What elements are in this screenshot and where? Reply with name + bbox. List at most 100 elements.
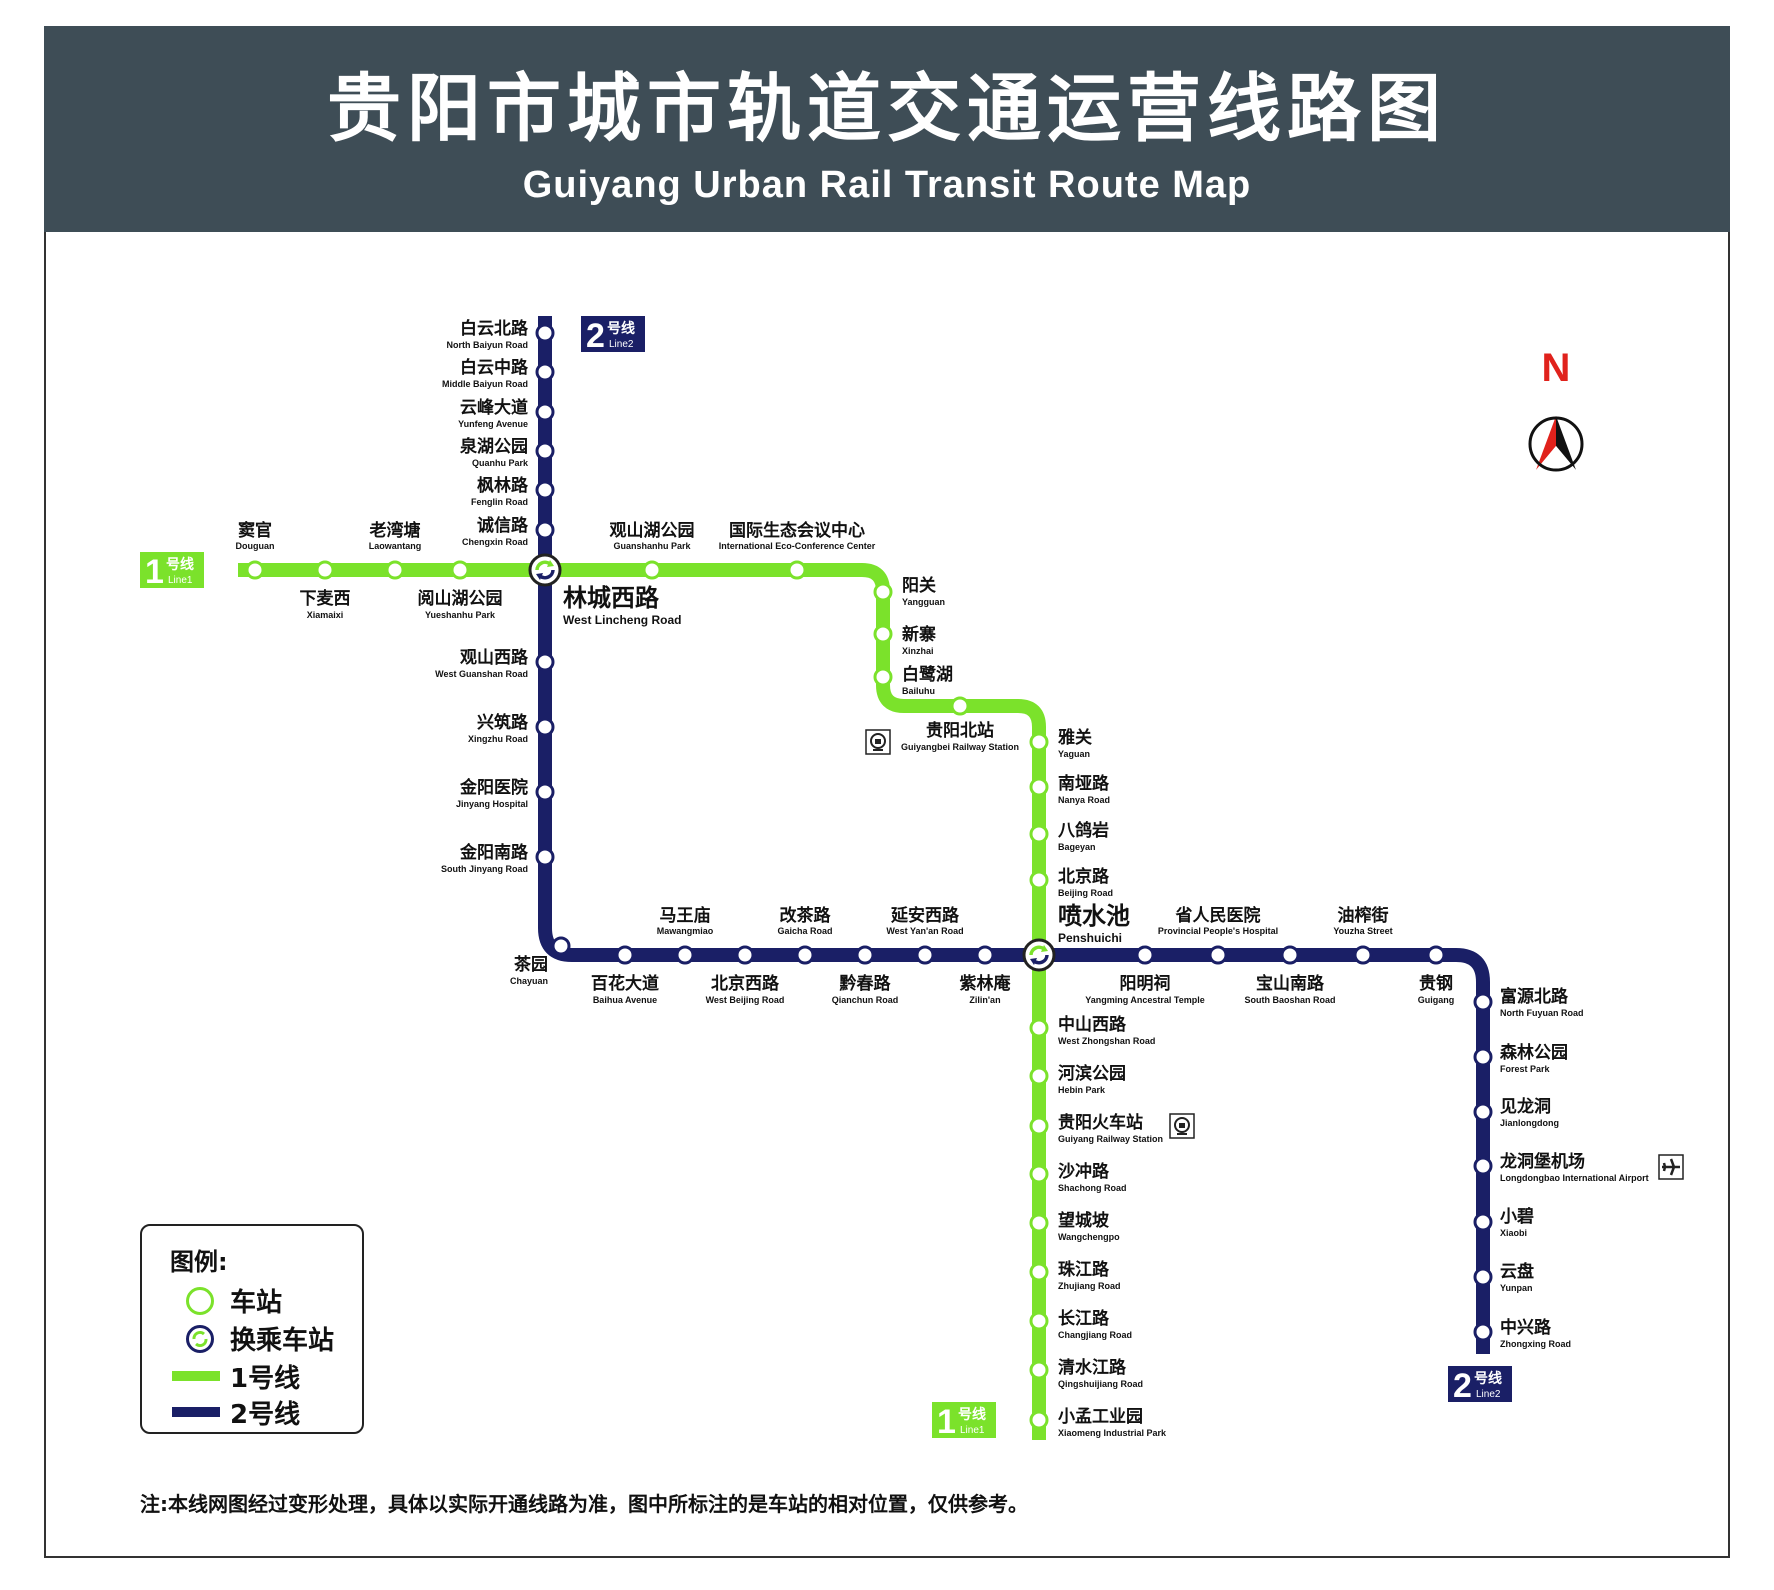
station-marker[interactable] xyxy=(873,624,893,644)
station-name-cn: 白云北路 xyxy=(460,318,529,339)
station-marker[interactable] xyxy=(950,696,970,716)
station-marker[interactable] xyxy=(245,560,265,580)
station-name-en: Hebin Park xyxy=(1058,1085,1106,1095)
station-marker[interactable] xyxy=(1473,1047,1493,1067)
station-marker[interactable] xyxy=(1473,1322,1493,1342)
station-marker[interactable] xyxy=(535,402,555,422)
legend-station-label: 车站 xyxy=(230,1287,283,1318)
station-marker[interactable] xyxy=(1135,945,1155,965)
station-name-cn: 清水江路 xyxy=(1058,1357,1127,1378)
station-marker[interactable] xyxy=(795,945,815,965)
station-name-cn: 望城坡 xyxy=(1058,1210,1109,1231)
station-marker[interactable] xyxy=(535,717,555,737)
legend-line2-row: 2号线 xyxy=(170,1396,301,1430)
station-marker[interactable] xyxy=(615,945,635,965)
station-name-en: Beijing Road xyxy=(1058,888,1113,898)
station-marker[interactable] xyxy=(535,520,555,540)
station-marker[interactable] xyxy=(675,945,695,965)
station-marker[interactable] xyxy=(1473,992,1493,1012)
station-marker[interactable] xyxy=(873,582,893,602)
station-marker[interactable] xyxy=(315,560,335,580)
station-name-cn: 富源北路 xyxy=(1500,986,1569,1007)
legend-transfer-label: 换乘车站 xyxy=(230,1325,335,1356)
station-marker[interactable] xyxy=(1029,1213,1049,1233)
station-marker[interactable] xyxy=(1029,1018,1049,1038)
station-name-en: Xinzhai xyxy=(902,646,934,656)
station-marker[interactable] xyxy=(535,323,555,343)
station-name-cn: 百花大道 xyxy=(591,973,659,994)
station-marker[interactable] xyxy=(385,560,405,580)
station-name-cn: 金阳医院 xyxy=(459,777,528,798)
transfer-station-marker[interactable] xyxy=(1022,938,1056,972)
legend-line2-label: 2号线 xyxy=(230,1399,301,1430)
station-marker[interactable] xyxy=(1029,1410,1049,1430)
station-marker[interactable] xyxy=(1029,732,1049,752)
line2-route xyxy=(538,316,1490,1354)
station-name-cn: 云盘 xyxy=(1500,1261,1534,1282)
station-marker[interactable] xyxy=(1029,1262,1049,1282)
airport-icon xyxy=(1658,1154,1684,1180)
station-name-en: Yangguan xyxy=(902,597,945,607)
station-marker[interactable] xyxy=(535,362,555,382)
station-name-en: Bageyan xyxy=(1058,842,1096,852)
station-name-en: Yunfeng Avenue xyxy=(458,419,528,429)
station-marker[interactable] xyxy=(535,480,555,500)
station-name-cn: 林城西路 xyxy=(563,584,660,612)
station-marker[interactable] xyxy=(1426,945,1446,965)
station-marker[interactable] xyxy=(1029,1311,1049,1331)
station-marker[interactable] xyxy=(1473,1156,1493,1176)
station-marker[interactable] xyxy=(1029,1066,1049,1086)
station-name-cn: 北京西路 xyxy=(711,973,780,994)
badge-label-en: Line2 xyxy=(1476,1389,1501,1400)
station-marker[interactable] xyxy=(1029,1164,1049,1184)
station-name-cn: 长江路 xyxy=(1058,1308,1110,1329)
title-bar xyxy=(44,26,1730,232)
station-marker[interactable] xyxy=(1029,1116,1049,1136)
legend-box: 图例: 车站 换乘车站 1号线 2号线 xyxy=(140,1224,364,1434)
station-marker[interactable] xyxy=(535,782,555,802)
badge-label-cn: 号线 xyxy=(607,320,635,337)
station-marker[interactable] xyxy=(551,936,571,956)
station-marker[interactable] xyxy=(1029,1360,1049,1380)
station-name-cn: 国际生态会议中心 xyxy=(729,520,865,541)
station-marker[interactable] xyxy=(1029,824,1049,844)
station-name-en: West Guanshan Road xyxy=(435,669,528,679)
station-circle-icon xyxy=(186,1287,214,1315)
station-marker[interactable] xyxy=(535,652,555,672)
station-marker[interactable] xyxy=(1473,1102,1493,1122)
station-marker[interactable] xyxy=(1029,870,1049,890)
station-marker[interactable] xyxy=(1473,1267,1493,1287)
legend-line1-label: 1号线 xyxy=(230,1363,301,1394)
station-marker[interactable] xyxy=(1029,777,1049,797)
station-name-cn: 马王庙 xyxy=(660,905,711,926)
station-marker[interactable] xyxy=(642,560,662,580)
station-marker[interactable] xyxy=(787,560,807,580)
station-marker[interactable] xyxy=(873,667,893,687)
station-marker[interactable] xyxy=(450,560,470,580)
station-name-en: Yunpan xyxy=(1500,1283,1533,1293)
station-marker[interactable] xyxy=(535,441,555,461)
north-compass: N xyxy=(1528,346,1584,472)
station-marker[interactable] xyxy=(915,945,935,965)
station-marker[interactable] xyxy=(855,945,875,965)
station-marker[interactable] xyxy=(535,847,555,867)
line1-route xyxy=(238,563,1046,1440)
station-marker[interactable] xyxy=(975,945,995,965)
route-lines xyxy=(238,316,1490,1440)
transfer-station-marker[interactable] xyxy=(528,553,562,587)
station-name-en: South Baoshan Road xyxy=(1244,995,1335,1005)
compass-arrow-icon xyxy=(1528,416,1584,472)
station-name-cn: 黔春路 xyxy=(840,973,892,994)
badge-label-en: Line1 xyxy=(168,575,193,586)
station-marker[interactable] xyxy=(1280,945,1300,965)
station-name-cn: 八鸽岩 xyxy=(1058,820,1109,841)
station-name-cn: 南垭路 xyxy=(1058,773,1110,794)
station-name-cn: 白云中路 xyxy=(460,357,529,378)
station-marker[interactable] xyxy=(735,945,755,965)
station-marker[interactable] xyxy=(1473,1212,1493,1232)
station-marker[interactable] xyxy=(1353,945,1373,965)
station-marker[interactable] xyxy=(1208,945,1228,965)
station-name-en: Longdongbao International Airport xyxy=(1500,1173,1649,1183)
